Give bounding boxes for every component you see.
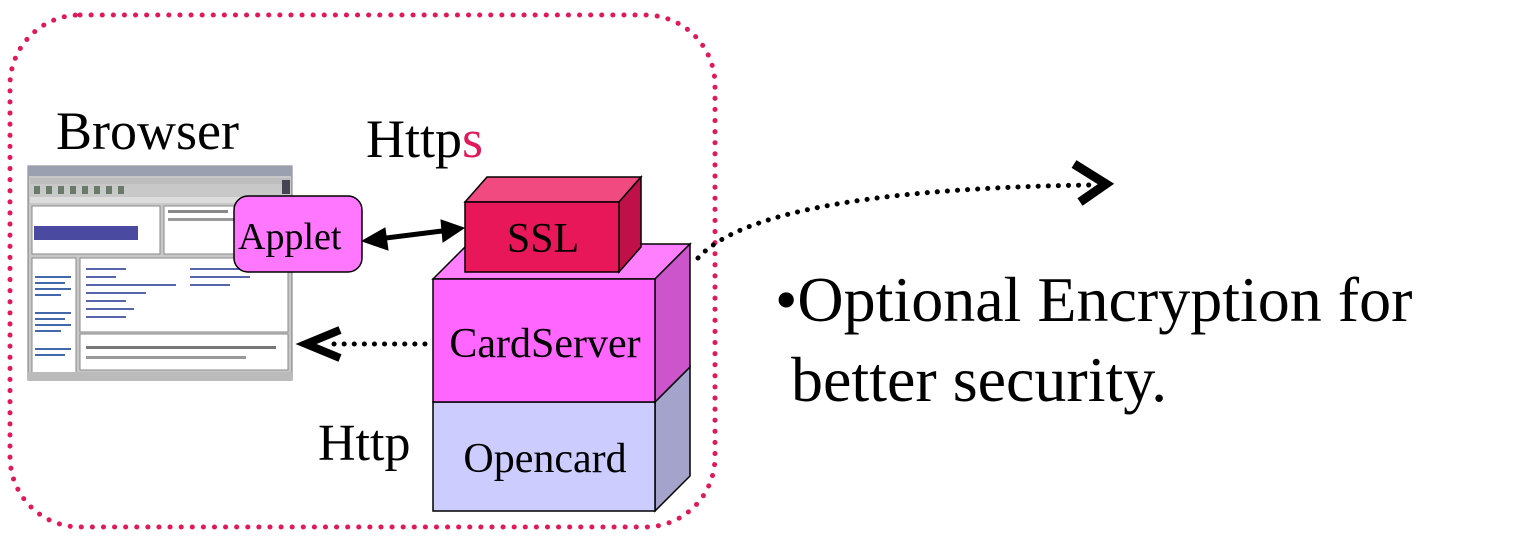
- applet-label: Applet: [238, 216, 342, 258]
- cardserver-label: CardServer: [449, 321, 641, 367]
- dotted-arrow-left-icon: [295, 326, 428, 362]
- http-label: Http: [318, 415, 411, 472]
- https-label: Https: [366, 112, 483, 166]
- applet-box: [233, 195, 363, 273]
- bullet-line-2: better security.: [791, 344, 1168, 415]
- bullet-line-1: •Optional Encryption for: [775, 260, 1412, 340]
- dotted-curved-arrow-right-icon: [695, 160, 1115, 261]
- bidirectional-arrow-icon: [360, 219, 466, 251]
- https-label-suffix: s: [462, 109, 484, 169]
- bullet-line-1-text: Optional Encryption for: [797, 264, 1413, 335]
- https-label-prefix: Http: [366, 109, 463, 169]
- ssl-label: SSL: [506, 216, 580, 262]
- ssl-block: [463, 175, 643, 274]
- bullet-text: •Optional Encryption for better security…: [775, 260, 1412, 420]
- bullet-marker: •: [775, 264, 798, 335]
- browser-label: Browser: [56, 101, 239, 161]
- opencard-label: Opencard: [463, 436, 627, 482]
- opencard-block: [432, 365, 691, 513]
